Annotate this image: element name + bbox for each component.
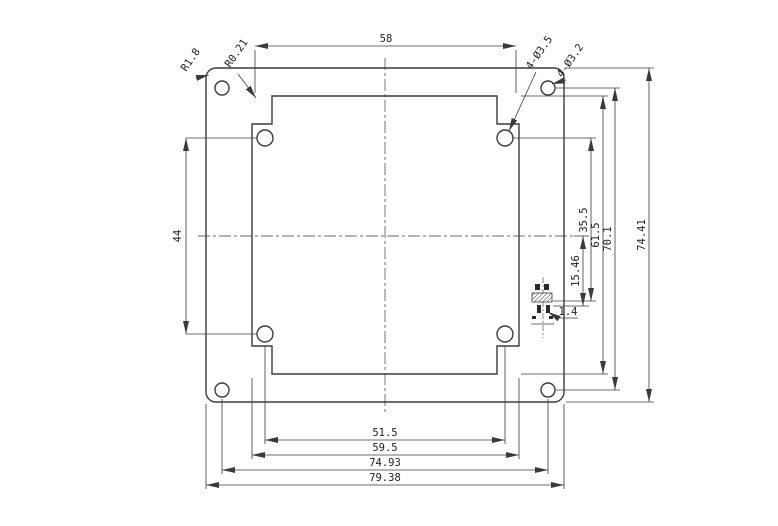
centerlines — [198, 58, 574, 412]
dim-hole-spacing-h-label: 51.5 — [372, 427, 397, 439]
mount-hole-bottom-right — [496, 325, 514, 343]
dimensions-bottom: 51.5 59.5 74.93 79.38 — [205, 346, 565, 489]
cavity-outline — [251, 95, 520, 375]
component-pad — [537, 305, 541, 313]
callouts: R1.8 R0.21 4-Ø3.5 4-Ø3.2 — [179, 34, 587, 132]
dim-pad-label: 1.4 — [559, 306, 578, 318]
corner-hole-bottom-left — [214, 382, 230, 398]
dim-plate-width-label: 79.38 — [369, 472, 401, 484]
mount-hole-top-left — [256, 129, 274, 147]
leader-line — [237, 73, 257, 99]
corner-hole-top-right — [540, 80, 556, 96]
leader-line — [508, 71, 537, 132]
dim-hole-spacing-v-label: 44 — [172, 230, 184, 243]
component-pad — [532, 316, 536, 319]
mount-hole-top-right — [496, 129, 514, 147]
dim-inner-height-label: 61.5 — [590, 222, 602, 247]
dim-inner-width-label: 59.5 — [372, 442, 397, 454]
dimension-left: 44 — [172, 137, 257, 335]
callout-outer-fillet: R1.8 — [179, 46, 203, 74]
dimension-pad: 1.4 — [547, 306, 578, 322]
dim-inner-width-top-label: 58 — [380, 33, 393, 45]
dimension-top: 58 — [254, 33, 517, 93]
component-pad — [546, 305, 550, 313]
callout-corner-holes: 4-Ø3.2 — [555, 42, 587, 80]
component-pad — [549, 316, 553, 319]
leader-line — [547, 311, 561, 322]
component-footprint — [531, 277, 554, 338]
mount-hole-bottom-left — [256, 325, 274, 343]
callout-mount-holes: 4-Ø3.5 — [524, 34, 556, 72]
dim-plate-height-label: 74.41 — [636, 219, 648, 251]
dim-comp-span-label: 35.5 — [578, 207, 590, 232]
dim-comp-offset-label: 15.46 — [570, 255, 582, 287]
leader-line — [551, 77, 567, 85]
component-pad — [535, 284, 540, 290]
dimensions-right: 15.46 35.5 61.5 70.1 74.41 — [513, 67, 654, 403]
corner-hole-top-left — [214, 80, 230, 96]
dim-corner-hole-spacing-h-label: 74.93 — [369, 457, 401, 469]
corner-hole-bottom-right — [540, 382, 556, 398]
dim-corner-hole-spacing-v-label: 70.1 — [602, 226, 614, 251]
callout-inner-fillet: R0.21 — [223, 37, 251, 70]
leader-line — [195, 74, 210, 81]
component-body — [531, 292, 553, 303]
component-pad — [544, 284, 549, 290]
